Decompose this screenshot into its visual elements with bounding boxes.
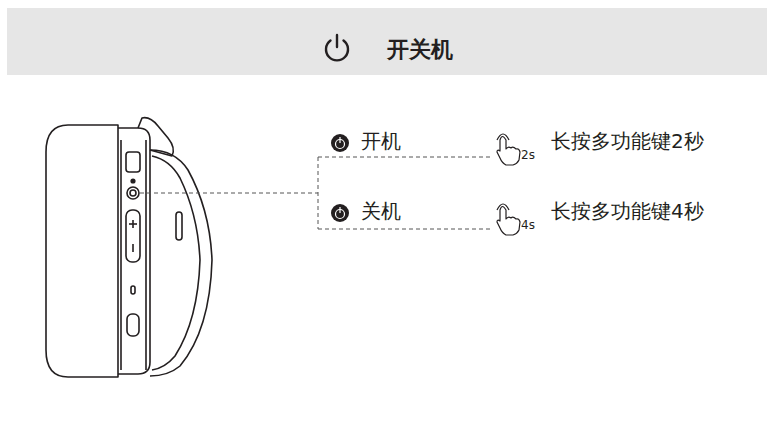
- leader-lines: [140, 157, 490, 229]
- headphone-earcup: [46, 118, 212, 377]
- title-band: [7, 8, 767, 75]
- title: 开关机: [387, 39, 453, 61]
- press-hand-icon: [497, 204, 520, 235]
- instruction-text: 长按多功能键2秒: [551, 131, 704, 151]
- on-icon: [331, 134, 349, 152]
- state-label: 关机: [361, 201, 401, 221]
- state-label: 开机: [361, 131, 401, 151]
- duration-label: 4s: [521, 219, 535, 231]
- press-hand-icon: [497, 134, 520, 165]
- off-icon: [331, 204, 349, 222]
- power-icon: [326, 35, 348, 60]
- duration-label: 2s: [521, 149, 535, 161]
- instruction-text: 长按多功能键4秒: [551, 201, 704, 221]
